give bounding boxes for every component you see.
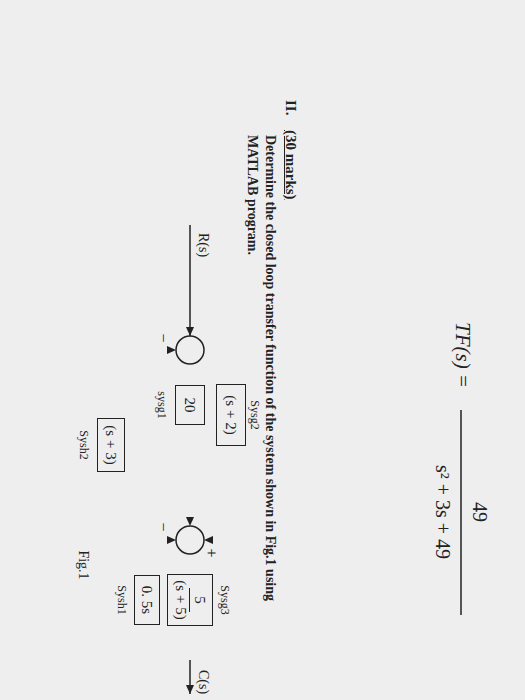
- summing-junction: [176, 336, 204, 364]
- arrow-head: [167, 536, 176, 544]
- formula-denominator: s² + 3s + 49: [431, 465, 454, 559]
- block-name: Sysg3: [217, 585, 232, 614]
- block-text: (s + 2): [223, 391, 240, 438]
- figure-caption: Fig.1: [75, 550, 91, 579]
- marks-note: (30 marks): [282, 130, 299, 200]
- output-wire: [189, 660, 191, 694]
- block-text: 20: [182, 394, 199, 417]
- block-box: 20: [175, 385, 205, 425]
- signal-name: C(s): [195, 670, 211, 694]
- arrow-head: [186, 517, 194, 526]
- sign-mark: +: [202, 548, 220, 557]
- block-box: 0. 5s: [134, 575, 160, 625]
- block-text: (s + 3): [103, 421, 120, 468]
- input-wire: [189, 225, 191, 336]
- question-number: II.: [282, 100, 299, 115]
- arrow-head: [167, 346, 176, 354]
- formula-numerator: 49: [468, 502, 491, 522]
- sign-mark: −: [154, 522, 172, 531]
- denominator-text: (s + 5): [172, 576, 189, 623]
- sign-mark: −: [154, 333, 172, 342]
- block-name: Sysh1: [114, 585, 129, 614]
- question-text: Determine the closed loop transfer funct…: [243, 135, 279, 635]
- summing-junction: [176, 526, 204, 554]
- block-name: Sysg2: [247, 400, 262, 429]
- arrow-head: [204, 536, 213, 544]
- block-name: Sysh2: [76, 430, 91, 459]
- block-box: (s + 2): [216, 384, 246, 446]
- signal-name: R(s): [195, 233, 211, 257]
- block-box: 5(s + 5): [167, 574, 213, 626]
- formula-text: TF(s) =: [450, 322, 475, 388]
- block-name: sysg1: [154, 391, 169, 418]
- numerator-text: 5: [189, 588, 208, 612]
- block-box: (s + 3): [97, 418, 125, 472]
- fraction-bar: [460, 410, 462, 615]
- block-text: 0. 5s: [139, 582, 156, 618]
